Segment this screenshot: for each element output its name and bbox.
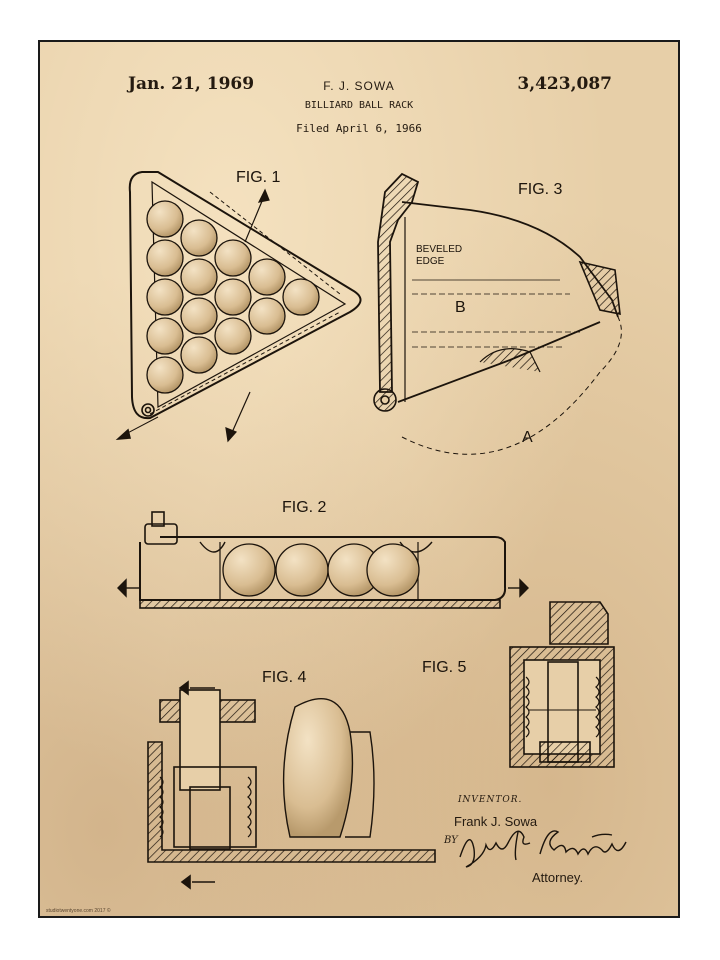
- figure-4-title: FIG. 4: [262, 669, 307, 686]
- figure-3-drawing: [373, 172, 622, 455]
- fig3-region-a: A: [522, 429, 533, 446]
- figure-1-section-arrows: [225, 188, 270, 443]
- attorney-caption: Attorney.: [532, 870, 584, 885]
- by-caption: BY: [444, 835, 458, 846]
- figure-1-title: FIG. 1: [236, 169, 281, 186]
- inventor-header: F. J. SOWA: [323, 79, 395, 93]
- credit-line: studiotwentyone.com 2017 ©: [46, 908, 111, 914]
- figure-5-title: FIG. 5: [422, 659, 467, 676]
- figure-3-title: FIG. 3: [518, 181, 563, 198]
- filed-date: Filed April 6, 1966: [296, 122, 422, 135]
- fig3-edge-label: EDGE: [416, 256, 445, 267]
- fig3-region-b: B: [455, 299, 466, 316]
- patent-print: Jan. 21, 1969 F. J. SOWA 3,423,087 BILLI…: [38, 40, 680, 918]
- figure-1-balls: [146, 200, 320, 394]
- figure-2-drawing: [139, 511, 507, 609]
- figure-5-drawing: [509, 601, 615, 768]
- figure-2-section-arrows: [117, 578, 529, 598]
- attorney-signature-drawing: [459, 830, 627, 868]
- figure-2-title: FIG. 2: [282, 499, 327, 516]
- patent-date: Jan. 21, 1969: [128, 74, 255, 94]
- patent-drawings: FIG. 1 FIG. 3 FIG. 2 FIG. 4 FIG. 5 BEVEL…: [115, 169, 627, 890]
- figure-1-drawing: [115, 171, 362, 440]
- fig3-beveled-label: BEVELED: [416, 244, 462, 255]
- figure-4-drawing: [147, 680, 436, 890]
- patent-number: 3,423,087: [517, 74, 612, 94]
- figure-2-balls: [222, 543, 420, 597]
- inventor-caption: INVENTOR.: [458, 795, 523, 805]
- patent-title: BILLIARD BALL RACK: [304, 100, 414, 111]
- inventor-name: Frank J. Sowa: [454, 814, 538, 829]
